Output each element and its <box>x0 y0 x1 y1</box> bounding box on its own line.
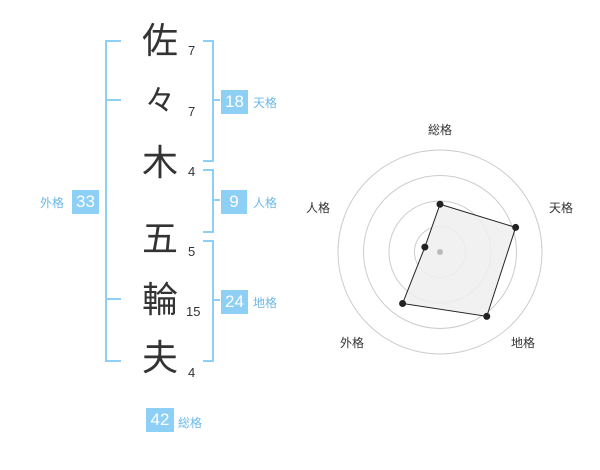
stroke-count-1: 7 <box>188 43 196 58</box>
tenkaku-label: 天格 <box>253 96 278 110</box>
radar-axis-label-gaikaku: 外格 <box>340 336 365 350</box>
stroke-count-6: 4 <box>188 365 196 380</box>
jinkaku-label: 人格 <box>253 196 278 210</box>
radar-grid-ring <box>337 149 543 355</box>
radar-point-4 <box>399 299 407 307</box>
gaikaku-bracket <box>105 40 121 362</box>
name-char-1: 佐 <box>141 21 178 62</box>
stroke-count-4: 5 <box>188 244 196 259</box>
chikaku-value: 24 <box>221 290 248 314</box>
name-char-2: 々 <box>145 84 175 119</box>
radar-axis-label-chikaku: 地格 <box>511 336 536 350</box>
radar-center-dot <box>437 249 443 255</box>
tenkaku-bracket <box>203 40 214 162</box>
radar-point-5 <box>421 243 429 251</box>
soukaku-label: 総格 <box>178 416 203 430</box>
chikaku-bracket-tick <box>214 299 220 301</box>
radar-axis-label-jinkaku: 人格 <box>306 201 331 215</box>
radar-value-polygon <box>401 203 517 317</box>
name-char-5: 輪 <box>141 280 178 321</box>
radar-point-1 <box>436 200 444 208</box>
radar-axis-label-tenkaku: 天格 <box>549 201 574 215</box>
chikaku-bracket <box>203 240 214 362</box>
radar-axis-label-soukaku: 総格 <box>428 123 453 137</box>
soukaku-value: 42 <box>146 408 174 432</box>
jinkaku-value: 9 <box>221 190 247 214</box>
chikaku-label: 地格 <box>253 296 278 310</box>
name-char-4: 五 <box>141 219 178 260</box>
jinkaku-bracket <box>203 169 214 233</box>
tenkaku-bracket-tick <box>214 99 220 101</box>
stroke-count-2: 7 <box>188 104 196 119</box>
name-char-6: 夫 <box>141 338 178 379</box>
name-char-3: 木 <box>141 143 178 184</box>
radar-point-3 <box>483 312 491 320</box>
radar-grid-ring <box>363 175 517 329</box>
gaikaku-bracket-tick <box>105 99 121 101</box>
radar-point-2 <box>512 223 520 231</box>
gaikaku-label: 外格 <box>40 196 65 210</box>
stroke-count-3: 4 <box>188 164 196 179</box>
tenkaku-value: 18 <box>221 90 248 114</box>
stroke-count-5: 15 <box>186 304 201 319</box>
jinkaku-bracket-tick <box>214 199 220 201</box>
gaikaku-bracket-tick <box>105 298 121 300</box>
gaikaku-value: 33 <box>72 190 99 214</box>
